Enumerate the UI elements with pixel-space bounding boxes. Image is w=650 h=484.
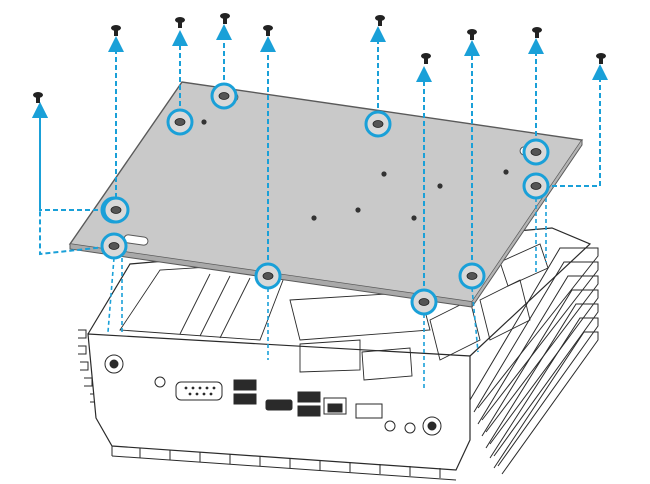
small-port [154, 376, 166, 388]
chassis [78, 227, 599, 481]
audio-jack-1 [384, 420, 396, 432]
usb-port-3 [297, 391, 321, 403]
screw-icon [33, 92, 43, 103]
guide-arrow [32, 102, 114, 211]
guide-drop-line [471, 287, 479, 353]
screw-hole-callout [364, 110, 392, 138]
screw-icon [532, 27, 542, 38]
screw-hole-callout [102, 196, 130, 224]
sim-slot [355, 403, 383, 419]
guide-lines [32, 24, 608, 388]
screw-icon [263, 25, 273, 36]
screw-hole-callout [522, 172, 550, 200]
heatsink-fins [469, 247, 599, 475]
guide-arrow [32, 102, 115, 256]
usb-port-1 [233, 379, 257, 391]
screw-icon [111, 25, 121, 36]
screw-hole-callout [100, 232, 128, 260]
chassis-rim [87, 227, 592, 357]
screws [33, 13, 606, 103]
screw-hole-callout [254, 262, 282, 290]
screw-icon [596, 53, 606, 64]
hdmi-port [265, 399, 293, 411]
bottom-ridges [111, 446, 457, 481]
screw-icon [375, 15, 385, 26]
screw-hole-callout [522, 138, 550, 166]
front-ports [104, 354, 442, 436]
screw-hole-callout [410, 288, 438, 316]
audio-jack-2 [404, 422, 416, 434]
screw-hole-callouts [100, 82, 550, 316]
usb-port-2 [233, 393, 257, 405]
guide-arrow [536, 64, 608, 187]
cover-plate [68, 81, 584, 303]
guide-drop-line [107, 257, 115, 333]
screw-icon [220, 13, 230, 24]
screw-hole-callout [458, 262, 486, 290]
screw-icon [467, 29, 477, 40]
usb-port-4 [297, 405, 321, 417]
serial-port [175, 381, 223, 401]
screw-icon [421, 53, 431, 64]
screw-icon [175, 17, 185, 28]
screw-hole-callout [166, 108, 194, 136]
screw-hole-callout [210, 82, 238, 110]
bottom-cover [68, 81, 584, 309]
